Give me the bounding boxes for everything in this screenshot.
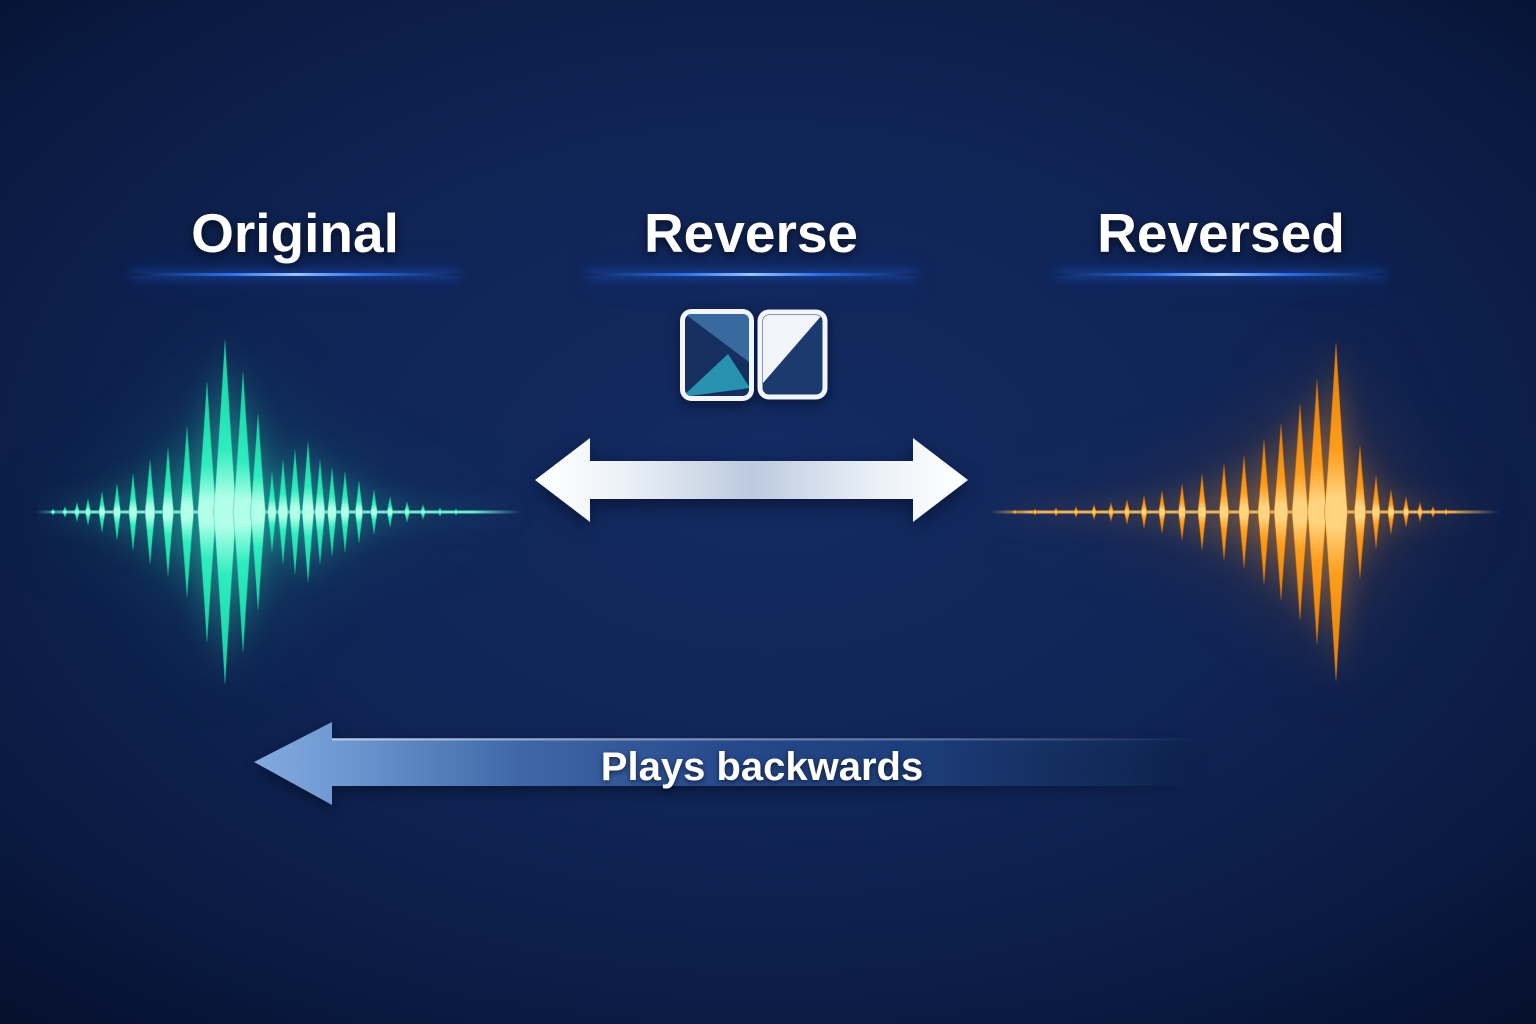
double-headed-arrow-icon [535,438,968,522]
reverse-title: Reverse [551,206,951,286]
reverse-title-underline [586,273,916,276]
reversed-title-text: Reversed [1097,202,1345,264]
reversed-title: Reversed [1021,206,1421,286]
plays-backwards-label: Plays backwards [600,745,924,789]
right-tile-triangle [763,315,822,383]
left-tile-upper-triangle [685,314,749,362]
original-title-underline [130,273,460,276]
reverse-title-text: Reverse [643,202,859,264]
original-title: Original [95,206,495,286]
original-title-text: Original [191,202,399,264]
plays-backwards-arrow [254,722,1202,805]
reversed-title-underline [1056,273,1386,276]
flip-horizontal-icon [680,309,828,401]
left-tile-lower-triangle [685,354,749,396]
